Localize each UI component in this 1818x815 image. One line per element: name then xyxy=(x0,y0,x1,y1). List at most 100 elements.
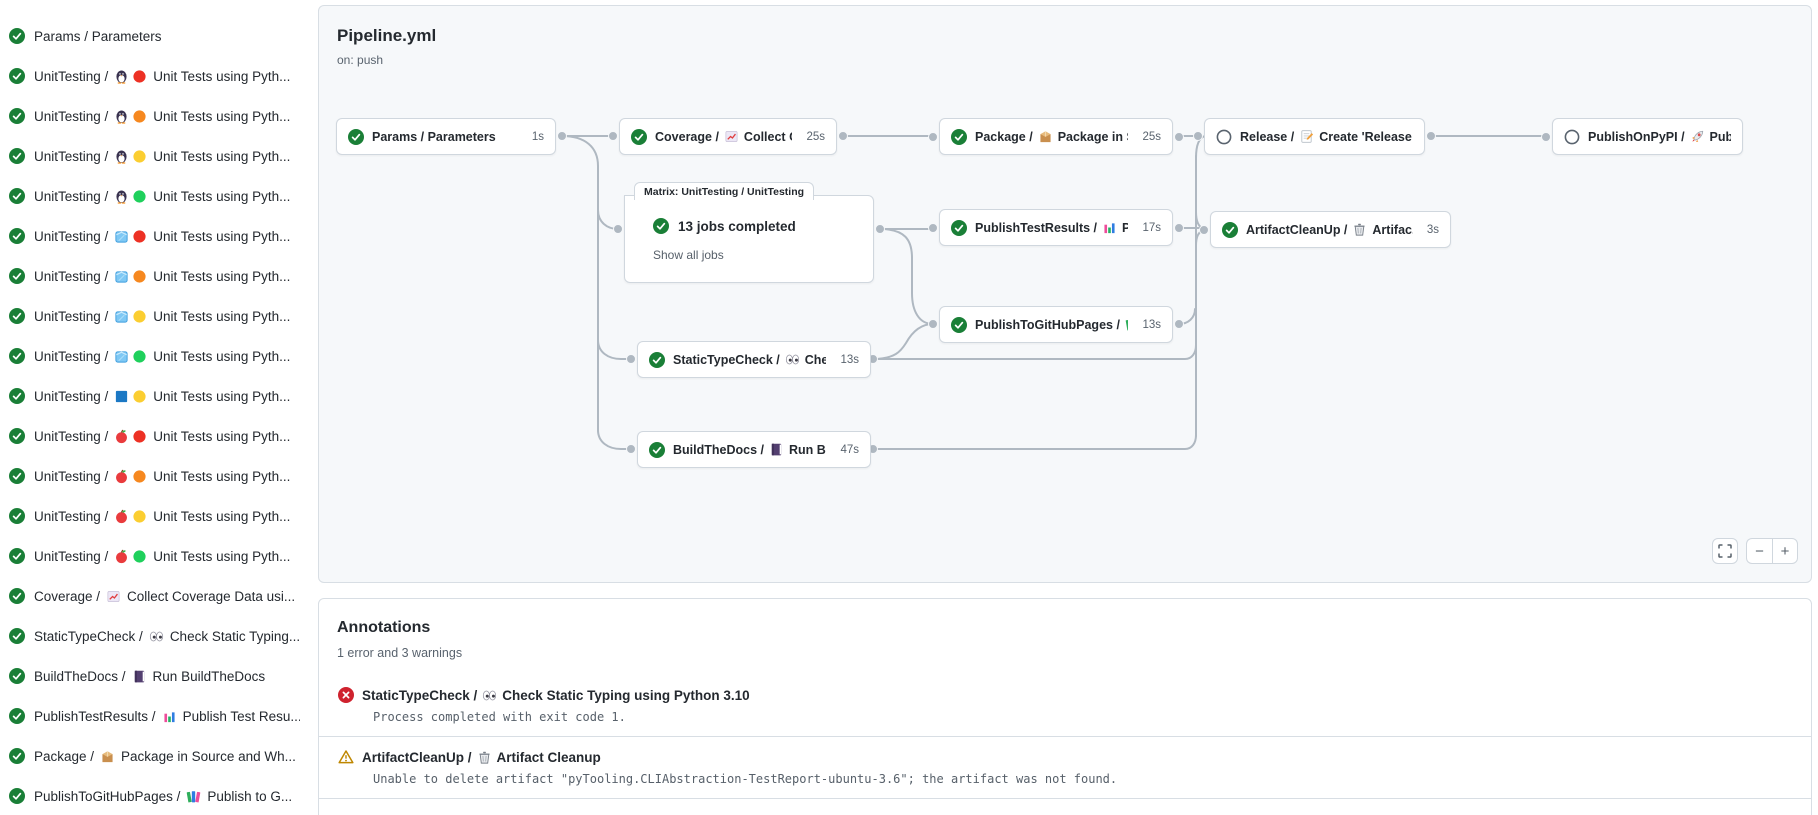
circle-red-icon xyxy=(132,229,147,244)
graph-node-coverage[interactable]: Coverage /Collect Cove... 25s xyxy=(619,118,837,155)
graph-node-staticTypeCheck[interactable]: StaticTypeCheck /Chec... 13s xyxy=(637,341,871,378)
apple-icon xyxy=(114,429,129,444)
node-label: BuildTheDocs /Run Buil... xyxy=(673,442,826,457)
sidebar-job-item[interactable]: PublishToGitHubPages /Publish to G... xyxy=(0,776,300,815)
sidebar-job-item[interactable]: UnitTesting /Unit Tests using Pyth... xyxy=(0,136,300,176)
sidebar-job-label: Params / Parameters xyxy=(34,28,162,44)
graph-node-release[interactable]: Release /Create 'Release P... xyxy=(1204,118,1425,155)
node-duration: 25s xyxy=(806,130,825,143)
sidebar-job-item[interactable]: UnitTesting /Unit Tests using Pyth... xyxy=(0,216,300,256)
sidebar-job-label: UnitTesting /Unit Tests using Pyth... xyxy=(34,228,291,244)
check-circle-icon xyxy=(951,219,967,236)
sidebar-job-item[interactable]: UnitTesting /Unit Tests using Pyth... xyxy=(0,296,300,336)
sidebar-job-item[interactable]: UnitTesting /Unit Tests using Pyth... xyxy=(0,536,300,576)
sidebar-job-item[interactable]: Params / Parameters xyxy=(0,16,300,56)
circle-green-icon xyxy=(132,349,147,364)
check-circle-icon xyxy=(9,228,25,244)
sidebar-job-label: UnitTesting /Unit Tests using Pyth... xyxy=(34,148,291,164)
sidebar-job-item[interactable]: UnitTesting /Unit Tests using Pyth... xyxy=(0,376,300,416)
graph-controls: − + xyxy=(1712,538,1798,564)
sidebar-job-item[interactable]: Package /Package in Source and Wh... xyxy=(0,736,300,776)
blue-square-icon xyxy=(114,389,129,404)
circle-yellow-icon xyxy=(132,509,147,524)
purple-book-icon xyxy=(132,669,147,684)
sidebar-job-label: UnitTesting /Unit Tests using Pyth... xyxy=(34,348,291,364)
check-circle-icon xyxy=(9,148,25,164)
check-circle-icon xyxy=(9,628,25,644)
sidebar-job-item[interactable]: UnitTesting /Unit Tests using Pyth... xyxy=(0,56,300,96)
penguin-icon xyxy=(114,189,129,204)
node-label: StaticTypeCheck /Chec... xyxy=(673,352,827,367)
sidebar-job-item[interactable]: UnitTesting /Unit Tests using Pyth... xyxy=(0,256,300,296)
node-label: PublishOnPyPI /Publish to ... xyxy=(1588,129,1731,144)
circle-green-icon xyxy=(132,189,147,204)
graph-node-publishOnPyPI[interactable]: PublishOnPyPI /Publish to ... xyxy=(1552,118,1743,155)
sidebar-job-item[interactable]: StaticTypeCheck /Check Static Typing... xyxy=(0,616,300,656)
annotations-summary: 1 error and 3 warnings xyxy=(337,646,463,660)
annotation-message: Process completed with exit code 1. xyxy=(373,710,626,724)
sidebar-job-label: UnitTesting /Unit Tests using Pyth... xyxy=(34,468,291,484)
sidebar-job-label: UnitTesting /Unit Tests using Pyth... xyxy=(34,388,291,404)
zoom-in-button[interactable]: + xyxy=(1772,538,1798,564)
node-label: ArtifactCleanUp /Artifac... xyxy=(1246,222,1413,237)
sidebar-job-item[interactable]: UnitTesting /Unit Tests using Pyth... xyxy=(0,176,300,216)
annotations-panel: Annotations 1 error and 3 warnings Stati… xyxy=(318,598,1812,815)
eyes-icon xyxy=(482,688,497,703)
pipeline-trigger: on: push xyxy=(337,53,384,67)
node-label: PublishTestResults /Pu... xyxy=(975,220,1129,235)
check-circle-icon xyxy=(9,388,25,404)
bar-chart-icon xyxy=(162,709,177,724)
check-circle-icon xyxy=(649,441,665,458)
circle-yellow-icon xyxy=(132,309,147,324)
sidebar-job-label: Package /Package in Source and Wh... xyxy=(34,748,296,764)
node-label: PublishToGitHubPages /... xyxy=(975,317,1129,332)
purple-book-icon xyxy=(769,442,784,457)
sidebar-job-item[interactable]: PublishTestResults /Publish Test Resu... xyxy=(0,696,300,736)
sidebar-job-item[interactable]: UnitTesting /Unit Tests using Pyth... xyxy=(0,336,300,376)
check-circle-icon xyxy=(653,218,669,234)
sidebar-job-item[interactable]: BuildTheDocs /Run BuildTheDocs xyxy=(0,656,300,696)
node-duration: 47s xyxy=(840,443,859,456)
ice-cube-icon xyxy=(114,309,129,324)
penguin-icon xyxy=(114,69,129,84)
sidebar-job-item[interactable]: UnitTesting /Unit Tests using Pyth... xyxy=(0,456,300,496)
node-label: Package /Package in So... xyxy=(975,129,1128,144)
check-circle-icon xyxy=(9,428,25,444)
package-icon xyxy=(1038,129,1053,144)
sidebar-job-label: PublishToGitHubPages /Publish to G... xyxy=(34,788,293,804)
graph-node-artifactCleanUp[interactable]: ArtifactCleanUp /Artifac...3s xyxy=(1210,211,1451,248)
node-label: Coverage /Collect Cove... xyxy=(655,129,792,144)
circle-red-icon xyxy=(132,429,147,444)
check-circle-icon xyxy=(1222,221,1238,238)
sidebar-job-item[interactable]: Coverage /Collect Coverage Data usi... xyxy=(0,576,300,616)
matrix-node[interactable]: 13 jobs completed Show all jobs xyxy=(624,195,874,283)
annotation-title: ArtifactCleanUp /Artifact Cleanup xyxy=(338,749,1789,765)
graph-node-buildTheDocs[interactable]: BuildTheDocs /Run Buil... 47s xyxy=(637,431,871,468)
check-circle-icon xyxy=(348,128,364,145)
check-circle-icon xyxy=(9,468,25,484)
sidebar-job-item[interactable]: UnitTesting /Unit Tests using Pyth... xyxy=(0,496,300,536)
graph-node-package[interactable]: Package /Package in So...25s xyxy=(939,118,1173,155)
node-duration: 13s xyxy=(840,353,859,366)
graph-node-publishToGitHubPages[interactable]: PublishToGitHubPages /...13s xyxy=(939,306,1173,343)
sidebar-job-label: PublishTestResults /Publish Test Resu... xyxy=(34,708,300,724)
matrix-status: 13 jobs completed xyxy=(653,218,796,234)
check-circle-icon xyxy=(9,508,25,524)
sidebar-job-item[interactable]: UnitTesting /Unit Tests using Pyth... xyxy=(0,96,300,136)
sidebar-job-item[interactable]: UnitTesting /Unit Tests using Pyth... xyxy=(0,416,300,456)
check-circle-icon xyxy=(649,351,665,368)
skipped-circle-icon xyxy=(1216,129,1232,145)
fullscreen-button[interactable] xyxy=(1712,538,1738,564)
check-circle-icon xyxy=(9,708,25,724)
show-all-jobs-link[interactable]: Show all jobs xyxy=(653,248,724,262)
zoom-out-button[interactable]: − xyxy=(1746,538,1772,564)
annotation-list: StaticTypeCheck /Check Static Typing usi… xyxy=(319,675,1811,799)
rocket-icon xyxy=(1690,129,1705,144)
skipped-circle-icon xyxy=(1564,129,1580,145)
sidebar-job-label: StaticTypeCheck /Check Static Typing... xyxy=(34,628,300,644)
graph-node-publishTestResults[interactable]: PublishTestResults /Pu...17s xyxy=(939,209,1173,246)
